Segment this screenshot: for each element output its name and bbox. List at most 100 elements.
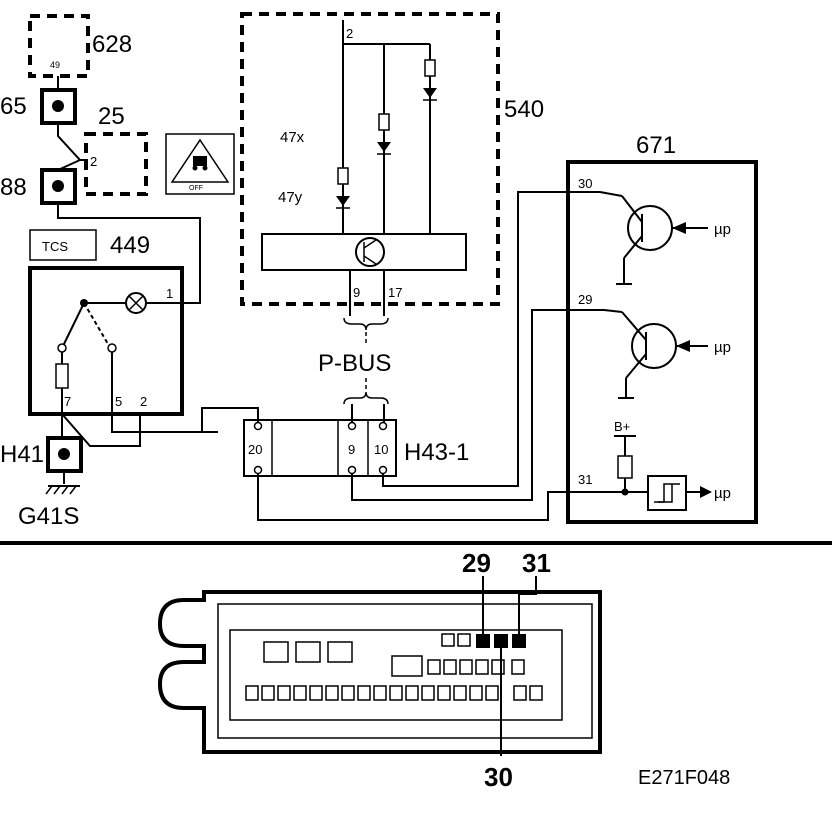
microprocessor-label: µp xyxy=(714,339,731,356)
component-449: TCS 449 1 7 5 2 xyxy=(28,229,184,416)
pin-cavity xyxy=(261,685,275,701)
pin-2-label: 2 xyxy=(346,26,353,41)
component-g41s-label: G41S xyxy=(18,503,79,530)
wiring xyxy=(57,76,623,521)
wire xyxy=(351,309,570,501)
wire xyxy=(382,191,570,487)
component-540-label: 540 xyxy=(504,96,544,123)
pin-cavity xyxy=(469,685,483,701)
led-47x-label: 47x xyxy=(280,129,305,146)
switch-arm xyxy=(63,302,85,345)
pin-cavity xyxy=(441,633,455,647)
tcs-tag xyxy=(29,229,97,261)
pin-cavity xyxy=(427,659,441,675)
pin-7-label: 7 xyxy=(64,394,71,409)
component-25-box xyxy=(84,132,148,196)
component-628: 49 628 xyxy=(28,14,132,78)
wire xyxy=(201,407,259,432)
car-wheel-icon xyxy=(202,165,208,171)
pin-9-label: 9 xyxy=(353,285,360,300)
transistor-emitter xyxy=(625,353,647,379)
connector-pin xyxy=(378,465,388,475)
p-bus-brace-bottom xyxy=(343,391,389,405)
pin-cavity xyxy=(309,685,323,701)
warning-triangle-icon xyxy=(170,138,230,183)
off-label: OFF xyxy=(189,185,203,192)
pin-cavity xyxy=(491,659,505,675)
car-icon xyxy=(193,156,207,166)
switch-contact xyxy=(57,343,67,353)
pin-cavity xyxy=(325,685,339,701)
pin-cavity xyxy=(357,685,371,701)
wire xyxy=(599,191,623,197)
pin-2-label: 2 xyxy=(140,394,147,409)
connector-h41-pin xyxy=(58,448,70,460)
component-h41-label: H41 xyxy=(0,441,44,468)
tcs-off-symbol: OFF xyxy=(165,133,235,195)
resistor-icon xyxy=(55,363,69,389)
led-icon xyxy=(377,142,391,152)
component-h43-1-label: H43-1 xyxy=(404,439,469,466)
wire xyxy=(257,474,570,521)
connector-pin xyxy=(378,421,388,431)
pin-cavity xyxy=(293,685,307,701)
pin-9-label: 9 xyxy=(348,442,355,457)
pin-cavity xyxy=(421,685,435,701)
component-h43-1: 20 9 10 H43-1 xyxy=(243,419,469,477)
pin-cavity xyxy=(389,685,403,701)
pin-cavity xyxy=(513,685,527,701)
pin-2-label: 2 xyxy=(90,154,97,169)
pin-cavity xyxy=(453,685,467,701)
component-540-box xyxy=(240,12,500,306)
pin-cavity xyxy=(245,685,259,701)
transistor-icon xyxy=(355,237,385,267)
p-bus-label: P-BUS xyxy=(318,350,391,377)
pin-row-middle xyxy=(391,655,525,677)
arrow-icon xyxy=(672,222,686,234)
connector-inner xyxy=(217,603,593,739)
wire xyxy=(57,159,81,171)
ground-hatch xyxy=(53,485,61,495)
led-icon xyxy=(336,196,350,206)
pin-cavity xyxy=(529,685,543,701)
figure-code: E271F048 xyxy=(638,767,730,789)
component-65-label: 65 xyxy=(0,93,27,120)
power-pin-cavity xyxy=(327,641,353,663)
connector-pin xyxy=(253,465,263,475)
connector-shell xyxy=(157,590,602,754)
component-88-label: 88 xyxy=(0,174,27,201)
pin-row-bottom xyxy=(245,685,543,701)
pin-30-cavity xyxy=(494,634,508,648)
p-bus: P-BUS xyxy=(318,317,391,405)
resistor-icon xyxy=(617,455,633,479)
ground-hatch xyxy=(61,485,69,495)
power-pin-cavity xyxy=(295,641,321,663)
callout-29: 29 xyxy=(462,548,491,578)
transistor-emitter xyxy=(623,235,643,259)
pin-cavity xyxy=(405,685,419,701)
transistor-emitter xyxy=(363,255,377,265)
pin-31-cavity xyxy=(512,634,526,648)
ground-hatch xyxy=(45,485,53,495)
pin-1-label: 1 xyxy=(166,286,173,301)
ground-hatch xyxy=(69,485,77,495)
pin-cavity xyxy=(475,659,489,675)
pin-cavity xyxy=(485,685,499,701)
resistor-icon xyxy=(337,167,349,185)
component-540: 540 2 47x 47y 9 17 xyxy=(240,12,544,306)
connector-pin xyxy=(253,421,263,431)
connector-88-pin xyxy=(52,180,64,192)
switch-arm xyxy=(83,302,109,345)
transistor-collector xyxy=(621,311,647,341)
connector-pin xyxy=(347,465,357,475)
pin-31-label: 31 xyxy=(578,472,592,487)
pin-20-label: 20 xyxy=(248,442,262,457)
component-25-label: 25 xyxy=(98,103,125,130)
callout-30: 30 xyxy=(484,762,513,792)
pin-cavity xyxy=(437,685,451,701)
connector-65-pin xyxy=(52,100,64,112)
component-628-label: 628 xyxy=(92,31,132,58)
tcs-off-symbol-frame xyxy=(165,133,235,195)
schmitt-hysteresis xyxy=(658,484,673,503)
